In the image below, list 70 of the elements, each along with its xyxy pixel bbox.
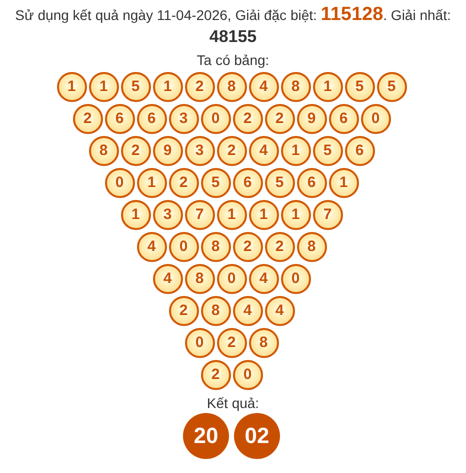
number-ball: 1 [136,168,166,198]
number-ball: 0 [168,232,198,262]
number-ball: 4 [136,232,166,262]
number-ball: 9 [296,104,326,134]
number-ball: 8 [280,72,310,102]
number-ball: 0 [184,328,214,358]
number-ball: 8 [200,232,230,262]
number-ball: 2 [120,136,150,166]
number-ball: 7 [184,200,214,230]
number-ball: 2 [232,232,262,262]
number-ball: 6 [232,168,262,198]
number-ball: 1 [280,136,310,166]
section-label: Kết quả: [206,394,260,412]
number-ball: 6 [328,104,358,134]
number-ball: 1 [328,168,358,198]
number-ball: 2 [200,360,230,390]
number-ball: 1 [312,72,342,102]
number-ball: 6 [344,136,374,166]
number-ball: 2 [216,328,246,358]
number-ball: 8 [296,232,326,262]
number-ball: 0 [216,264,246,294]
number-ball: 5 [376,72,406,102]
number-ball: 0 [280,264,310,294]
number-ball: 6 [136,104,166,134]
number-ball: 5 [200,168,230,198]
number-ball: 8 [184,264,214,294]
result-ball: 20 [183,413,229,459]
number-ball: 5 [344,72,374,102]
heading-text: Sử dụng kết quả ngày 11-04-2026, Giải đặc biệt: 115128. Giải nhất: 48155 [14,4,452,48]
number-ball: 8 [248,328,278,358]
number-ball: 0 [104,168,134,198]
result-ball: 02 [234,413,280,459]
number-ball: 6 [296,168,326,198]
number-ball: 5 [312,136,342,166]
number-ball: 4 [232,296,262,326]
number-ball: 0 [360,104,390,134]
number-ball: 1 [248,200,278,230]
number-ball: 1 [216,200,246,230]
number-ball: 2 [264,104,294,134]
number-ball: 2 [168,296,198,326]
number-ball: 1 [120,200,150,230]
section-label: Ta có bảng: [196,51,270,69]
number-ball: 2 [216,136,246,166]
number-ball: 4 [248,264,278,294]
number-ball: 5 [120,72,150,102]
number-ball: 0 [200,104,230,134]
number-ball: 2 [168,168,198,198]
number-ball: 6 [104,104,134,134]
number-ball: 1 [280,200,310,230]
number-ball: 3 [152,200,182,230]
number-ball: 2 [184,72,214,102]
number-ball: 1 [88,72,118,102]
number-ball: 3 [168,104,198,134]
number-ball: 2 [264,232,294,262]
number-ball: 8 [200,296,230,326]
number-ball: 1 [152,72,182,102]
number-ball: 4 [248,136,278,166]
number-ball: 8 [88,136,118,166]
number-ball: 0 [232,360,262,390]
number-ball: 2 [72,104,102,134]
number-ball: 4 [264,296,294,326]
number-ball: 5 [264,168,294,198]
number-ball: 4 [248,72,278,102]
number-ball: 8 [216,72,246,102]
number-ball: 1 [56,72,86,102]
number-ball: 9 [152,136,182,166]
number-ball: 2 [232,104,262,134]
number-ball: 7 [312,200,342,230]
number-ball: 3 [184,136,214,166]
number-ball: 4 [152,264,182,294]
